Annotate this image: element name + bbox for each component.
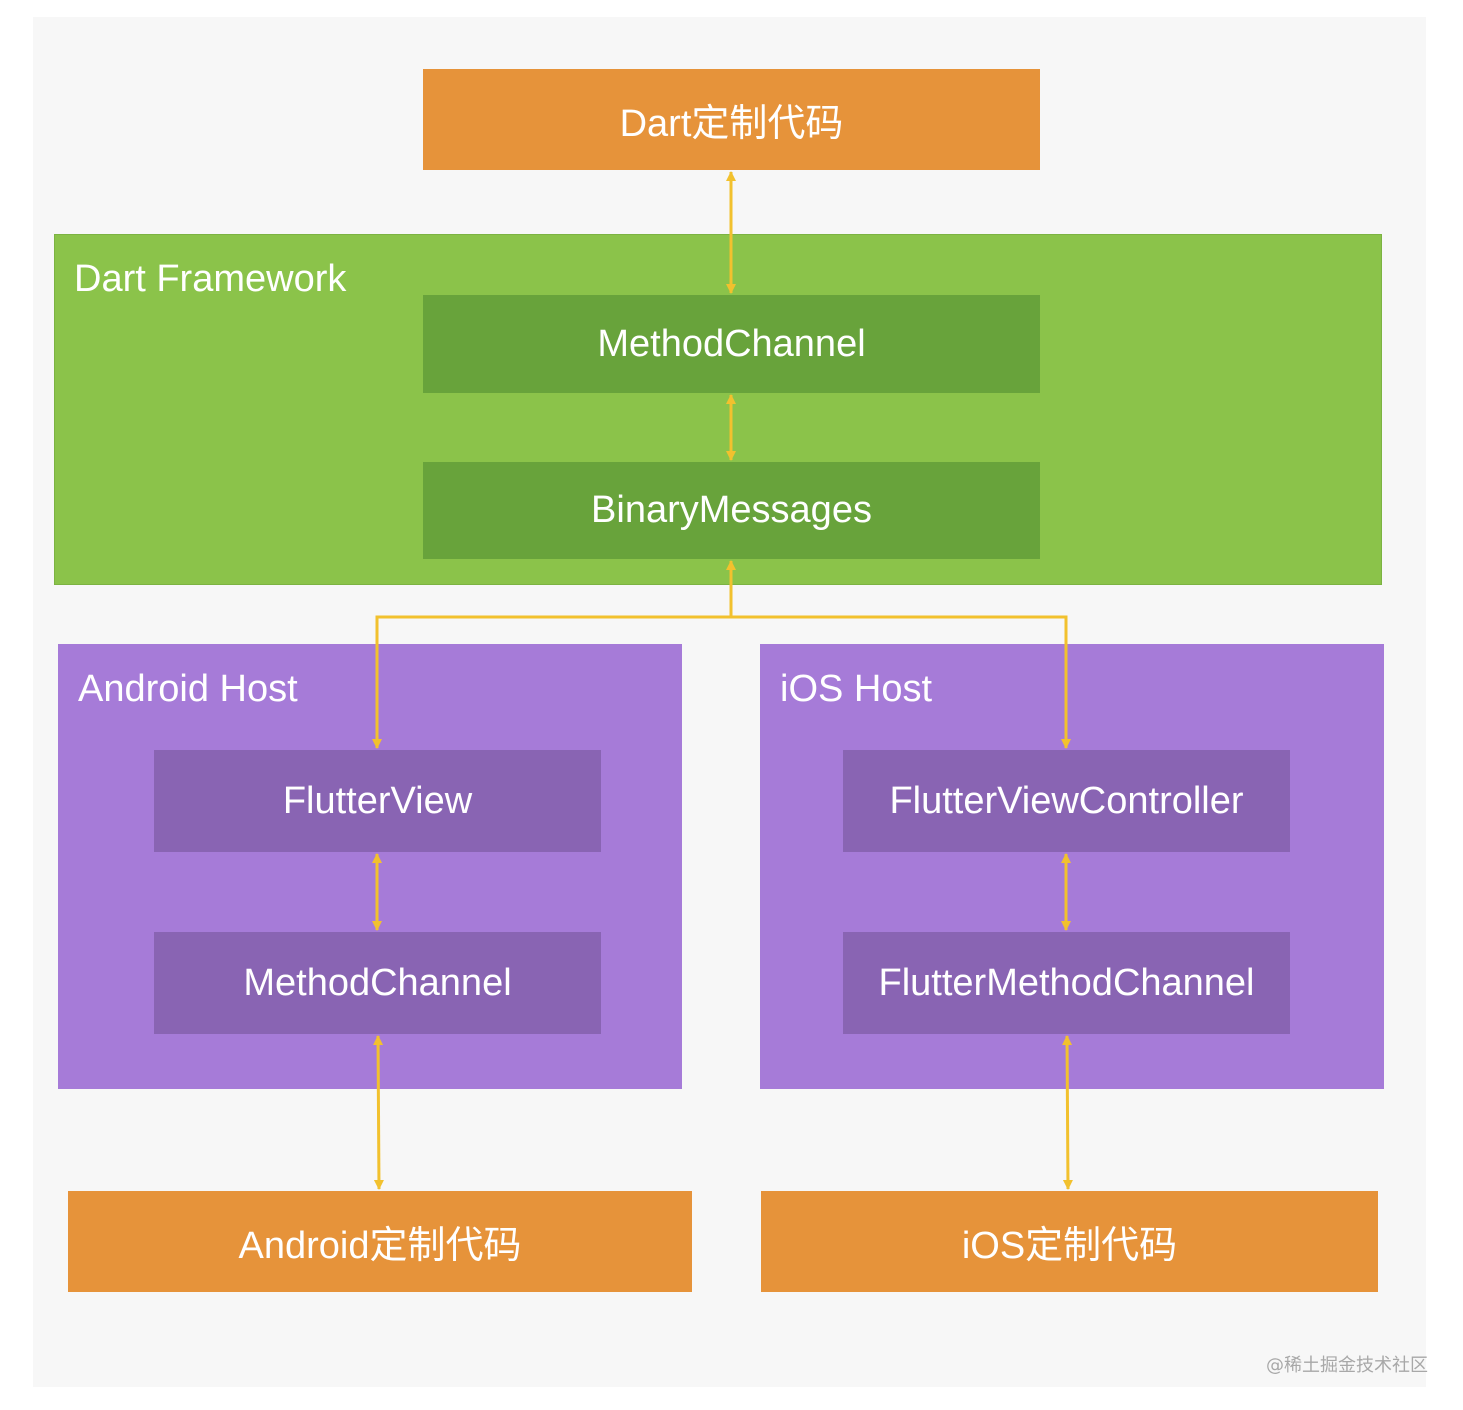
android-method-channel-box: MethodChannel bbox=[154, 932, 601, 1034]
flutter-view-box: FlutterView bbox=[154, 750, 601, 852]
flutter-view-controller-label: FlutterViewController bbox=[889, 779, 1244, 822]
flutter-view-label: FlutterView bbox=[282, 779, 473, 822]
ios-custom-code-box: iOS定制代码 bbox=[761, 1191, 1378, 1292]
android-custom-code-box: Android定制代码 bbox=[68, 1191, 692, 1292]
android-host-title: Android Host bbox=[78, 668, 298, 710]
android-method-channel-label: MethodChannel bbox=[243, 961, 512, 1004]
android-custom-code-label: Android定制代码 bbox=[238, 1225, 522, 1267]
binary-messages-box: BinaryMessages bbox=[423, 462, 1040, 559]
ios-host-title: iOS Host bbox=[780, 668, 933, 710]
dart-framework-title: Dart Framework bbox=[74, 258, 347, 300]
watermark: @稀土掘金技术社区 bbox=[1266, 1355, 1428, 1376]
dart-custom-code-box: Dart定制代码 bbox=[423, 69, 1040, 170]
flutter-method-channel-box: FlutterMethodChannel bbox=[843, 932, 1290, 1034]
ios-custom-code-label: iOS定制代码 bbox=[961, 1225, 1178, 1267]
dart-method-channel-box: MethodChannel bbox=[423, 295, 1040, 393]
flutter-method-channel-label: FlutterMethodChannel bbox=[878, 961, 1255, 1004]
flutter-view-controller-box: FlutterViewController bbox=[843, 750, 1290, 852]
dart-custom-code-label: Dart定制代码 bbox=[619, 103, 844, 145]
dart-method-channel-label: MethodChannel bbox=[597, 322, 866, 365]
binary-messages-label: BinaryMessages bbox=[591, 489, 872, 531]
